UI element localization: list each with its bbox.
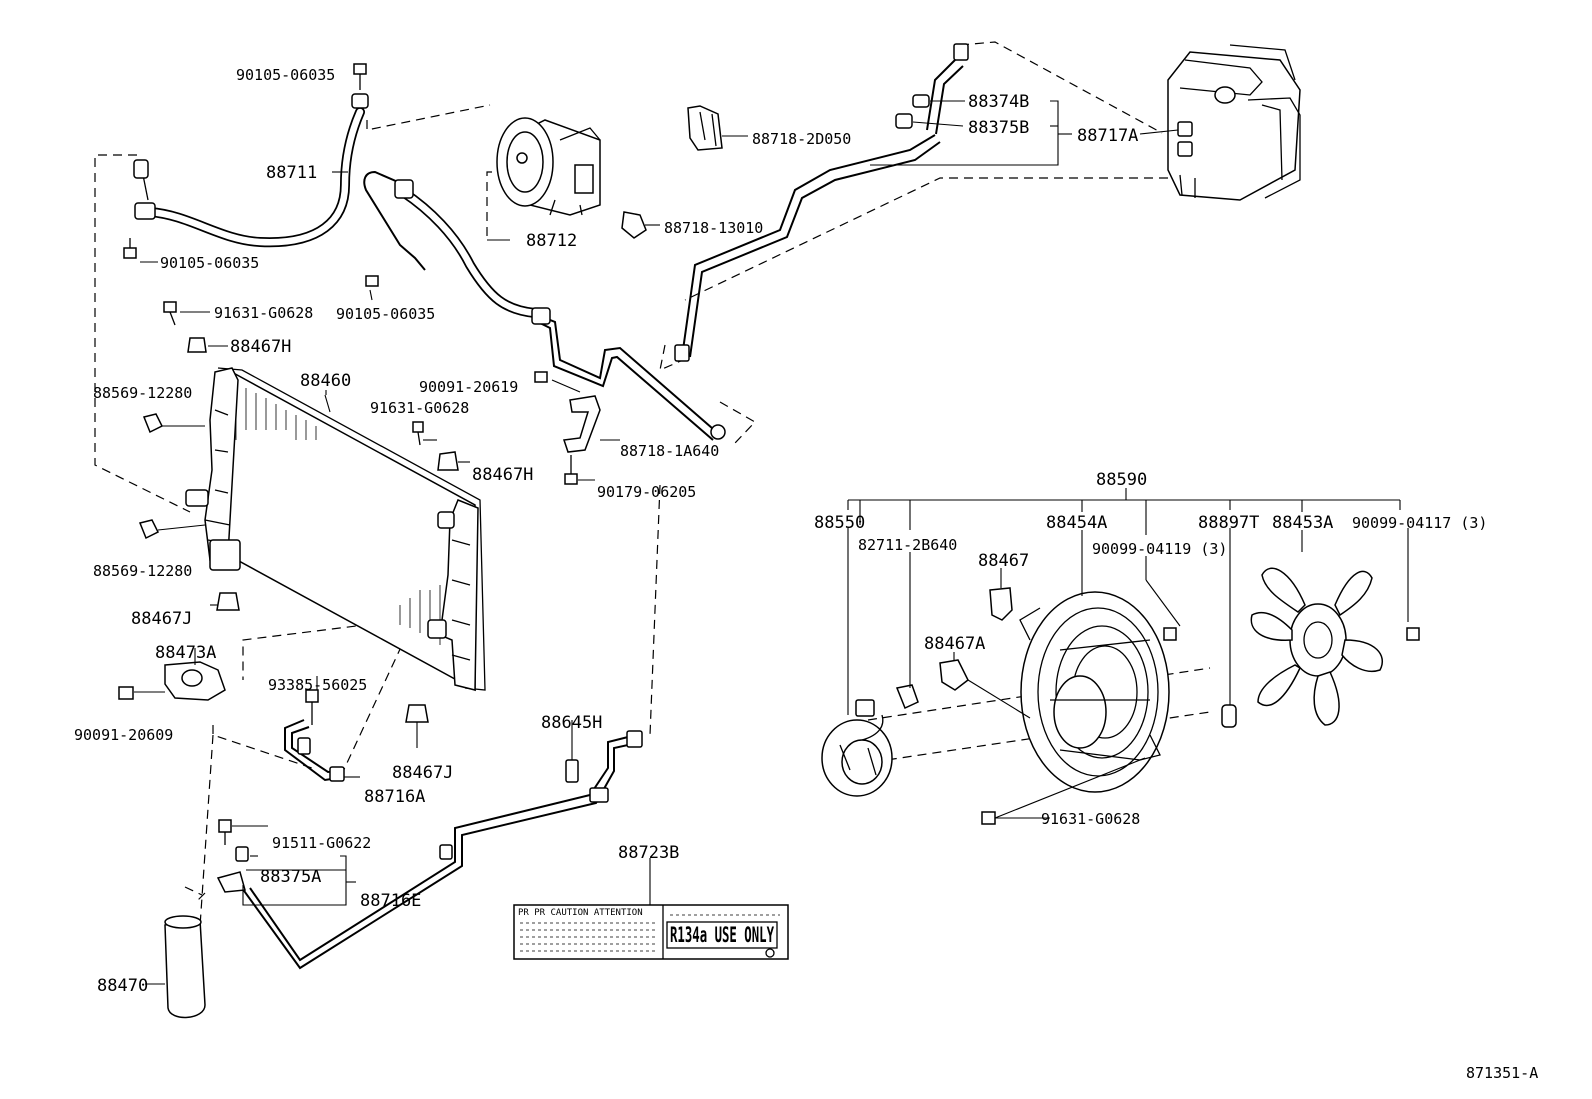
label-90091-20609: 90091-20609 <box>74 726 173 744</box>
compressor <box>496 117 601 216</box>
clip-88467A <box>939 659 969 691</box>
fan-shroud-88454A <box>1019 591 1177 793</box>
fasteners <box>118 63 930 893</box>
decal-main-text: R134a USE ONLY <box>670 923 774 947</box>
label-90091-20619: 90091-20619 <box>419 378 518 396</box>
label-88716A: 88716A <box>364 787 425 807</box>
label-88716E: 88716E <box>360 891 421 911</box>
clip-88467 <box>989 587 1013 621</box>
leader-lines <box>134 100 1409 985</box>
label-88467H-top: 88467H <box>230 337 291 357</box>
label-88453A: 88453A <box>1272 513 1333 533</box>
label-88645H: 88645H <box>541 713 602 733</box>
label-88470: 88470 <box>97 976 148 996</box>
label-90099-04119: 90099-04119 (3) <box>1092 540 1227 558</box>
decal-88723B: PR PR CAUTION ATTENTION R134a USE ONLY <box>513 904 789 960</box>
label-88718-1A640: 88718-1A640 <box>620 442 719 460</box>
discharge-hose-88711 <box>133 93 369 248</box>
label-82711-2B640: 82711-2B640 <box>858 536 957 554</box>
label-88718-13010: 88718-13010 <box>664 219 763 237</box>
bushing-88897T <box>1221 704 1237 728</box>
bolt-91631-bottom <box>981 811 996 825</box>
mount-88473A <box>164 661 226 701</box>
label-90105-06035-left: 90105-06035 <box>160 254 259 272</box>
label-93385-56025: 93385-56025 <box>268 676 367 694</box>
label-90099-04117: 90099-04117 (3) <box>1352 514 1487 532</box>
label-88467J-bottom: 88467J <box>392 763 453 783</box>
part-labels: 90105-06035 88711 90105-06035 88712 9010… <box>74 66 1538 1082</box>
label-91511-G0622: 91511-G0622 <box>272 834 371 852</box>
label-88897T: 88897T <box>1198 513 1259 533</box>
label-88473A: 88473A <box>155 643 216 663</box>
label-90105-06035-top: 90105-06035 <box>236 66 335 84</box>
label-88717A: 88717A <box>1077 126 1138 146</box>
decal-header: PR PR CAUTION ATTENTION <box>518 908 643 918</box>
label-91631-G0628-top: 91631-G0628 <box>214 304 313 322</box>
label-91631-G0628-mid: 91631-G0628 <box>370 399 469 417</box>
evaporator-unit <box>1167 44 1301 201</box>
diagram-id: 871351-A <box>1466 1064 1538 1082</box>
evaporator-tube <box>674 43 969 362</box>
pipe-88716A <box>284 719 345 782</box>
label-88711: 88711 <box>266 163 317 183</box>
label-88467J-left: 88467J <box>131 609 192 629</box>
label-88467: 88467 <box>978 551 1029 571</box>
liquid-line <box>241 730 643 970</box>
label-88460: 88460 <box>300 371 351 391</box>
label-88374B: 88374B <box>968 92 1029 112</box>
label-88569-12280-top: 88569-12280 <box>93 384 192 402</box>
label-88375A: 88375A <box>260 867 321 887</box>
fan-motor-88550 <box>821 699 893 797</box>
suction-hose-88712 <box>363 170 726 441</box>
label-88454A: 88454A <box>1046 513 1107 533</box>
label-88550: 88550 <box>814 513 865 533</box>
label-88590: 88590 <box>1096 470 1147 490</box>
label-88712: 88712 <box>526 231 577 251</box>
label-90179-06205: 90179-06205 <box>597 483 696 501</box>
label-88467A: 88467A <box>924 634 985 654</box>
connector-82711 <box>895 684 919 710</box>
label-88569-12280-bottom: 88569-12280 <box>93 562 192 580</box>
fan-88453A <box>1250 567 1420 726</box>
label-88723B: 88723B <box>618 843 679 863</box>
label-90105-06035-mid: 90105-06035 <box>336 305 435 323</box>
label-91631-G0628-bottom: 91631-G0628 <box>1041 810 1140 828</box>
label-88375B: 88375B <box>968 118 1029 138</box>
receiver-dryer-88470 <box>164 915 206 1019</box>
condenser-88460 <box>185 367 486 692</box>
label-88467H-mid: 88467H <box>472 465 533 485</box>
label-88718-2D050: 88718-2D050 <box>752 130 851 148</box>
